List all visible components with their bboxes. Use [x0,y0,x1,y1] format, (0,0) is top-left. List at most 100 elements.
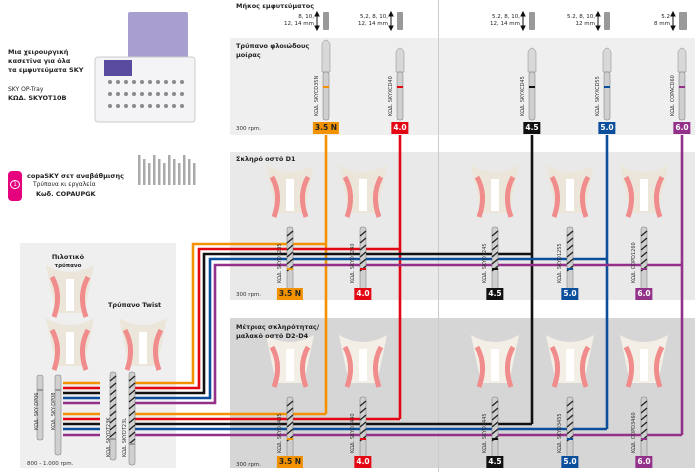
implant-length-text: 8, 10,12, 14 mm [264,14,314,28]
drill-color-ring-icon [129,443,135,445]
drill-code: ΚΩΔ. SKYXCD45 [520,76,526,116]
kit-drill-icon [193,163,196,185]
gum-icon [269,175,280,218]
drill-flute-icon [491,244,499,251]
gum-icon [623,345,634,388]
drill-flute-icon [491,230,499,237]
tray-insert-icon [104,60,132,76]
osteotomy-icon [66,332,74,364]
gum-icon [474,345,485,388]
drill-color-ring-icon [492,268,498,270]
drill-flute-icon [640,258,648,265]
drill-color-ring-icon [323,86,329,88]
drill-code: ΚΩΔ. SKYXCD55 [595,76,601,116]
gum-icon [49,328,60,371]
upgrade-subtitle: Τρύπανα κι εργαλεία [33,181,96,188]
drill-flute-icon [109,410,117,417]
pilot-drill-icon [54,374,62,456]
cortical-section [230,38,695,135]
drill-flute-icon [491,258,499,265]
drill-flute-icon [128,375,136,382]
tray-slot-icon [164,80,168,84]
cortical-drill-icon [322,71,330,121]
diameter-badge: 4.5 [486,288,504,300]
drill-flute-icon [128,403,136,410]
tray-slot-icon [164,104,168,108]
drill-flute-icon [128,410,136,417]
diameter-badge: 5.0 [598,122,616,134]
length-arrow-icon [520,10,526,32]
diameter-badge: 3.5 N [276,288,304,300]
drill-flute-icon [359,428,367,435]
drill-flute-icon [640,400,648,407]
gum-icon [300,175,311,218]
drill-flute-icon [109,424,117,431]
diameter-badge: 4.0 [354,288,372,300]
diameter-badge: 6.0 [635,456,653,468]
drill-flute-icon [109,389,117,396]
osteotomy-icon [66,279,74,311]
drill-flute-icon [640,244,648,251]
implant-icon [323,12,329,30]
implant-length-line: 5,2, 8, 10, [360,14,388,20]
drill-flute-icon [491,400,499,407]
upgrade-title: copaSKY σετ αναβάθμισης [27,172,124,180]
drill-code: ΚΩΔ. SKYD1235 [277,243,283,283]
drill-flute-icon [359,244,367,251]
d2-drill-icon [286,396,294,461]
cortical-drill-head-icon [602,47,612,73]
drill-flute-icon [640,251,648,258]
pilot-rpm: 800 - 1.000 rpm. [27,461,74,467]
tray-slot-icon [124,104,128,108]
tray-slot-icon [116,104,120,108]
tray-title-line: κασετίνα για όλα [8,57,71,65]
implant-length-line: 12 mm [575,21,595,27]
drill-flute-icon [109,431,117,438]
drill-flute-icon [286,230,294,237]
tray-slot-icon [124,80,128,84]
implant-length-line: 12, 14 mm [284,21,314,27]
d1-route-black [133,252,532,395]
drill-flute-icon [359,230,367,237]
d1-rpm: 300 rpm. [236,292,262,298]
gum-icon [153,328,164,371]
drill-flute-icon [286,258,294,265]
drill-flute-icon [109,396,117,403]
drill-code: ΚΩΔ. SKYD3455 [557,413,563,453]
drill-code: ΚΩΔ. SKYD3440 [350,413,356,453]
gum-icon [580,175,591,218]
length-arrow-icon [670,10,676,32]
drill-color-ring-icon [529,86,535,88]
gum-icon [373,175,384,218]
gum-icon [580,345,591,388]
drill-flute-icon [566,428,574,435]
osteotomy-icon [139,332,147,364]
d2-drill-icon [566,396,574,461]
column-divider [438,0,439,472]
tray-slot-icon [172,104,176,108]
length-arrow-icon [314,10,320,32]
diameter-badge: 3.5 N [276,456,304,468]
tray-slot-icon [132,92,136,96]
d1-drill-icon [359,226,367,291]
tray-lid-icon [128,12,188,60]
drill-code: ΚΩΔ. SKYD1255 [557,243,563,283]
drill-flute-icon [566,407,574,414]
kit-drill-icon [183,155,186,185]
drill-flute-icon [491,428,499,435]
tray-slot-icon [164,92,168,96]
kit-drill-icon [188,159,191,185]
drill-flute-icon [359,400,367,407]
drill-flute-icon [491,407,499,414]
osteotomy-icon [286,349,294,381]
kit-drill-icon [143,159,146,185]
drill-flute-icon [128,431,136,438]
tray-slot-icon [172,80,176,84]
gum-icon [269,345,280,388]
number-one-icon: 1 [10,180,20,189]
d1-route-red [133,247,400,390]
tray-slot-icon [140,92,144,96]
implant-length-text: 5.2, 8, 10,12 mm [545,14,595,28]
gum-icon [549,345,560,388]
tray-slot-icon [132,104,136,108]
